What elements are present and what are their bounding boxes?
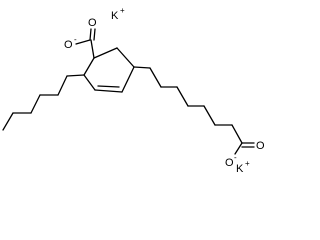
cyclohexene-ring — [83, 47, 135, 93]
potassium-symbol-bottom: K — [236, 163, 244, 175]
bond-chain-to-carboxyl-bottom — [231, 124, 243, 144]
bond-ring-to-carboxyl-top — [90, 39, 95, 59]
potassium-charge-top: + — [120, 6, 125, 15]
oxygen-label-bottom-double: O — [256, 140, 265, 152]
hexyl-bond-4 — [30, 94, 41, 114]
carboxylate-group-bottom: O O - — [225, 124, 265, 169]
octyl-bond-6 — [203, 105, 216, 126]
hexyl-bond-2 — [57, 75, 68, 96]
bond-c-o-double-top-b — [93, 28, 96, 41]
potassium-ion-top: K + — [111, 6, 125, 22]
oxygen-charge-bottom-single: - — [234, 153, 237, 162]
hexyl-chain — [2, 74, 85, 131]
chemical-structure-diagram: K + K + O - O — [2, 6, 265, 175]
octyl-bond-1 — [133, 66, 151, 69]
oxygen-charge-top-single: - — [74, 35, 77, 44]
octyl-bond-2 — [149, 67, 162, 88]
potassium-charge-bottom: + — [245, 159, 250, 168]
ring-bond-1 — [93, 47, 118, 59]
ring-bond-2 — [116, 47, 135, 68]
potassium-ion-bottom: K + — [236, 159, 250, 175]
oxygen-label-bottom-single: O — [225, 157, 234, 169]
bond-c-o-single-top — [75, 39, 91, 45]
octanoate-chain — [133, 66, 233, 126]
ring-bond-5 — [83, 74, 96, 91]
ring-bond-4-double-inner — [97, 85, 120, 88]
ring-bond-3 — [121, 66, 135, 93]
hexyl-bond-1 — [66, 74, 85, 77]
octyl-bond-4 — [176, 86, 189, 107]
potassium-symbol-top: K — [111, 10, 119, 22]
ring-bond-6 — [83, 57, 95, 76]
bond-c-o-single-bottom — [234, 142, 243, 155]
bond-c-o-double-top-a — [89, 28, 92, 41]
hexyl-bond-6 — [2, 112, 14, 131]
carboxylate-group-top: O - O — [64, 17, 97, 59]
oxygen-label-top-double: O — [88, 17, 97, 29]
oxygen-label-top-single: O — [64, 39, 73, 51]
ring-bond-4-double — [94, 89, 123, 93]
